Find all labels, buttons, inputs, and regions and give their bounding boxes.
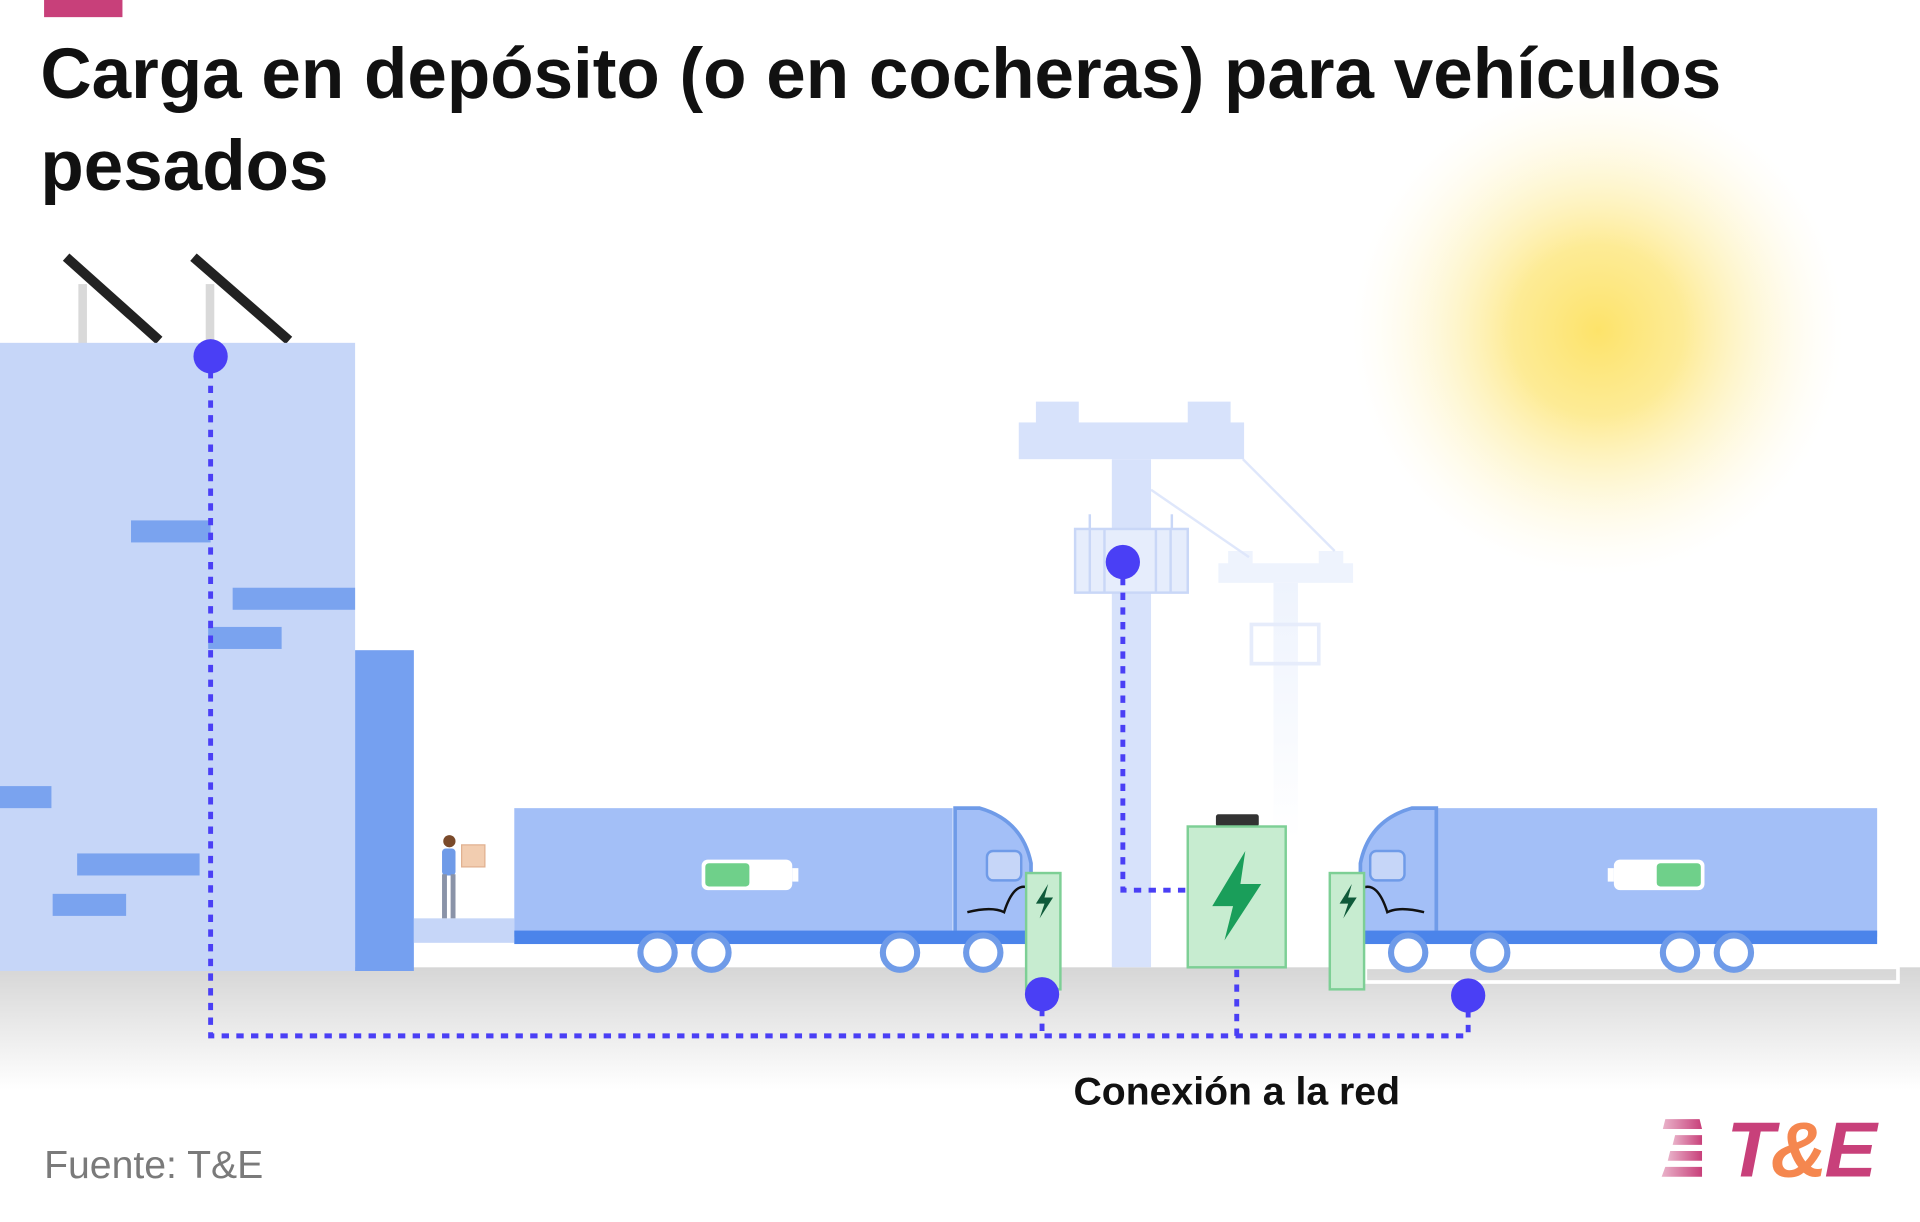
sun-icon — [1353, 85, 1843, 576]
bolt-icon — [1212, 850, 1262, 941]
worker-icon — [442, 835, 486, 919]
accent-bar — [44, 0, 123, 18]
solar-panels-icon — [62, 253, 293, 346]
svg-text:&: & — [1771, 1106, 1828, 1194]
svg-text:E: E — [1824, 1106, 1879, 1194]
page-title-line2: pesados — [40, 127, 328, 206]
bolt-icon — [1035, 884, 1054, 919]
stationary-battery — [1186, 814, 1287, 969]
charger-right — [1328, 871, 1366, 991]
bolt-icon — [1339, 884, 1357, 919]
svg-text:T: T — [1727, 1106, 1781, 1194]
page-title-line1: Carga en depósito (o en cocheras) para v… — [40, 35, 1721, 114]
power-pole-far — [1218, 551, 1354, 840]
charger-left — [1024, 871, 1062, 991]
te-logo: T & E — [1661, 1106, 1879, 1194]
connection-node-icon — [193, 339, 1486, 1013]
battery-level-icon — [701, 859, 799, 891]
ground — [0, 967, 1920, 1090]
depot-building — [0, 342, 515, 971]
source-text: Fuente: T&E — [44, 1144, 263, 1187]
truck-left — [514, 806, 1033, 973]
battery-level-icon — [1607, 859, 1705, 891]
truck-right — [1358, 806, 1878, 973]
grid-connection-label: Conexión a la red — [1073, 1070, 1400, 1113]
